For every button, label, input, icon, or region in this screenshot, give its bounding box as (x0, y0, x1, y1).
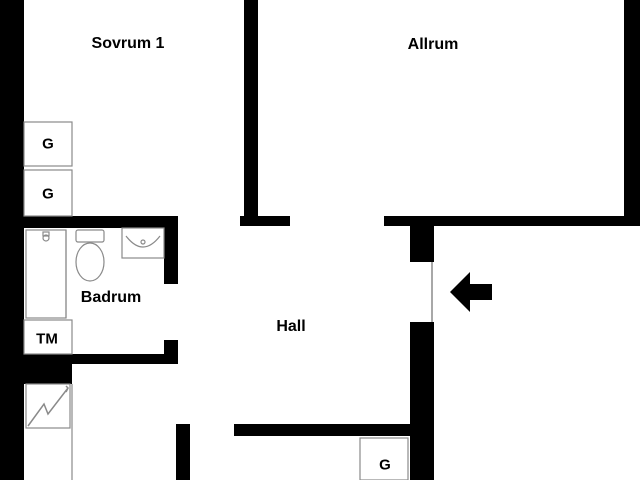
wall-hall-south (234, 424, 410, 436)
bathroom-fixtures (25, 227, 165, 319)
closet-tm-box (23, 319, 73, 355)
wall-sovrum-hall-stub (240, 216, 290, 226)
room-label-allrum: Allrum (407, 36, 459, 53)
room-label-hall: Hall (276, 318, 306, 335)
room-label-badrum: Badrum (80, 289, 142, 306)
room-label-sovrum: Sovrum 1 (91, 35, 165, 52)
wall-allrum-south (384, 216, 640, 226)
closet-label-tm: TM (36, 330, 58, 348)
wall-entrance-north (410, 226, 434, 262)
wall-west (0, 0, 24, 480)
wall-sovrum-allrum (244, 0, 258, 220)
wall-bath-east-upper (164, 216, 178, 284)
arrow-left-icon (450, 272, 492, 312)
wall-hall-south-stub (176, 424, 190, 480)
wall-entrance-south (410, 322, 434, 480)
toilet-icon (75, 229, 105, 282)
wall-bath-north (24, 216, 178, 228)
closets (23, 121, 409, 480)
closet-label-g3: G (379, 456, 391, 474)
lightning-icon (25, 383, 71, 429)
closet-label-g2: G (42, 185, 54, 203)
closet-label-g1: G (42, 135, 54, 153)
wall-east-upper (624, 0, 640, 226)
sink-icon (121, 227, 165, 259)
wall-west-lower-block (24, 364, 72, 384)
closet-g1-box (23, 121, 73, 167)
shower-icon (25, 229, 67, 319)
wall-bath-south (24, 354, 178, 364)
closet-g2-box (23, 169, 73, 217)
closet-g3-box (359, 437, 409, 480)
